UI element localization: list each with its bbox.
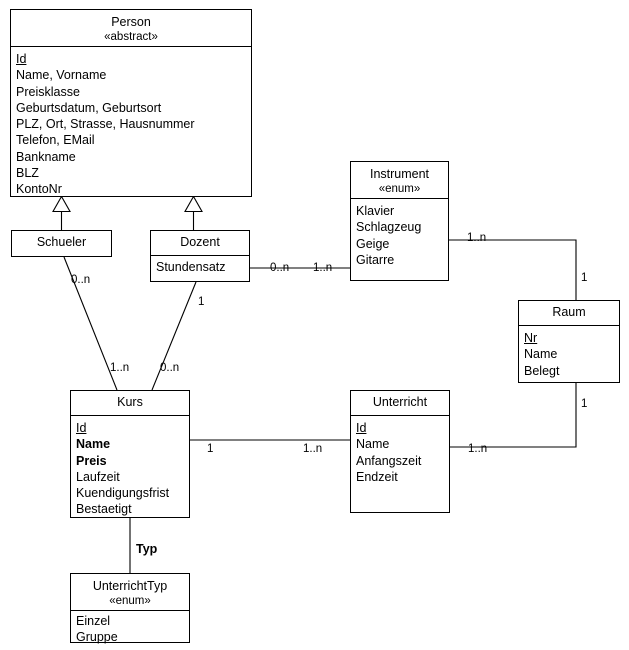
multiplicity-kurs-unterricht-right: 1..n [303,443,323,455]
attribute-row: Klavier [356,204,395,218]
role-label-kurs-unterrichttyp: Typ [136,542,158,556]
class-name-person: Person [111,15,151,29]
class-header-person: Person «abstract» [11,10,251,47]
multiplicity-schueler-kurs-bottom: 1..n [110,362,130,374]
class-header-schueler: Schueler [12,231,111,257]
class-attributes-raum: Nr Name Belegt [519,326,619,383]
multiplicity-kurs-unterricht-left: 1 [207,443,214,455]
attribute-row: Schlagzeug [356,220,422,235]
class-box-schueler[interactable]: Schueler [11,230,112,257]
class-name-kurs: Kurs [117,395,143,409]
class-attributes-kurs: Id Name Preis Laufzeit Kuendigungsfrist … [71,416,189,522]
attribute-row: Gruppe [76,630,118,645]
multiplicity-dozent-instrument-left: 0..n [270,262,290,274]
class-name-raum: Raum [552,305,586,319]
class-box-dozent[interactable]: Dozent Stundensatz [150,230,250,282]
attribute-row: BLZ [16,166,39,181]
class-attributes-unterrichttyp: Einzel Gruppe [71,611,189,650]
multiplicity-schueler-kurs-top: 0..n [71,274,91,286]
class-box-kurs[interactable]: Kurs Id Name Preis Laufzeit Kuendigungsf… [70,390,190,518]
attribute-row: Bankname [16,149,76,164]
attribute-row: Belegt [524,363,560,378]
class-box-person[interactable]: Person «abstract» Id Name, Vorname Preis… [10,9,252,197]
attribute-row: Anfangszeit [356,453,422,468]
class-attributes-person: Id Name, Vorname Preisklasse Geburtsdatu… [11,47,251,202]
class-header-kurs: Kurs [71,391,189,416]
class-box-unterrichttyp[interactable]: UnterrichtTyp «enum» Einzel Gruppe [70,573,190,644]
class-attributes-unterricht: Id Name Anfangszeit Endzeit [351,416,449,489]
multiplicity-unterricht-raum-left: 1..n [468,443,488,455]
attribute-row: Bestaetigt [76,502,132,517]
attribute-row: Name [524,347,558,362]
class-name-unterrichttyp: UnterrichtTyp [92,579,168,593]
attribute-row: Gitarre [356,252,395,267]
attribute-row: Preisklasse [16,84,80,99]
class-name-schueler: Schueler [36,235,87,249]
class-header-dozent: Dozent [151,231,249,256]
multiplicity-instrument-raum-right: 1 [581,272,588,284]
class-header-unterrichttyp: UnterrichtTyp «enum» [71,574,189,611]
attribute-row: Name [76,437,111,452]
multiplicity-dozent-kurs-bottom: 0..n [160,362,180,374]
class-name-dozent: Dozent [180,235,220,249]
attribute-row: Laufzeit [76,469,120,484]
class-name-unterricht: Unterricht [372,395,428,409]
class-name-instrument: Instrument [369,167,430,181]
attribute-row: PLZ, Ort, Strasse, Hausnummer [16,117,195,132]
class-header-unterricht: Unterricht [351,391,449,416]
attribute-row: Nr [524,331,538,345]
attribute-row: Geige [356,236,390,251]
class-stereotype-unterrichttyp: «enum» [109,595,151,607]
attribute-row: Preis [76,453,107,468]
attribute-row: KontoNr [16,182,62,197]
attribute-row: Name, Vorname [16,68,107,83]
line-unterricht-raum [450,383,577,448]
multiplicity-instrument-raum-left: 1..n [467,232,487,244]
attribute-row: Id [356,421,367,435]
multiplicity-dozent-kurs-top: 1 [198,296,205,308]
attribute-row: Geburtsdatum, Geburtsort [16,100,162,115]
attribute-row: Einzel [76,614,111,628]
class-header-instrument: Instrument «enum» [351,162,448,199]
attribute-row: Id [16,52,27,66]
class-stereotype-instrument: «enum» [378,183,421,195]
class-attributes-dozent: Stundensatz [151,256,249,279]
multiplicity-unterricht-raum-right: 1 [581,398,588,410]
class-box-unterricht[interactable]: Unterricht Id Name Anfangszeit Endzeit [350,390,450,513]
attribute-row: Endzeit [356,469,398,484]
class-attributes-instrument: Klavier Schlagzeug Geige Gitarre [351,199,448,272]
line-instrument-raum [449,239,577,300]
class-box-raum[interactable]: Raum Nr Name Belegt [518,300,620,383]
multiplicity-dozent-instrument-right: 1..n [313,262,333,274]
class-header-raum: Raum [519,301,619,326]
attribute-row: Stundensatz [156,260,226,274]
class-box-instrument[interactable]: Instrument «enum» Klavier Schlagzeug Gei… [350,161,449,281]
attribute-row: Name [356,437,390,452]
attribute-row: Id [76,421,87,435]
attribute-row: Kuendigungsfrist [76,486,170,501]
class-stereotype-person: «abstract» [104,31,158,43]
attribute-row: Telefon, EMail [16,133,95,148]
